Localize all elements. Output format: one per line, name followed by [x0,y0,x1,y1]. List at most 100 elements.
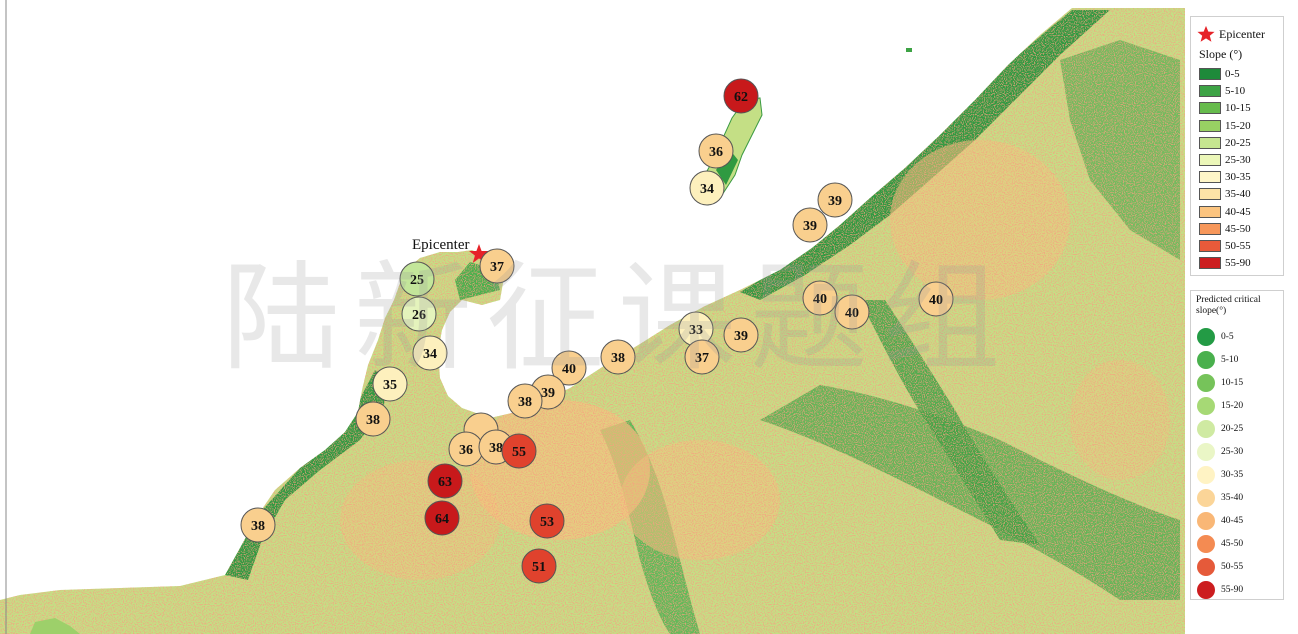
slope-point-circle[interactable] [689,170,725,206]
slope-point[interactable]: 38 [478,429,514,465]
slope-point-circle[interactable] [424,500,460,536]
slope-point[interactable]: 39 [817,182,853,218]
slope-point-label: 33 [689,323,703,338]
slope-legend-swatch [1199,85,1221,98]
slope-point-circle[interactable] [817,182,853,218]
slope-legend-item: 45-50 [1199,222,1251,236]
slope-legend-swatch [1199,68,1221,80]
critical-legend-item: 55-90 [1197,580,1243,600]
slope-point[interactable]: 37 [684,339,720,375]
slope-legend-swatch [1199,119,1221,132]
epicenter-star-icon[interactable] [469,244,489,263]
slope-legend-label: 20-25 [1225,136,1251,149]
slope-legend-label: 0-5 [1225,68,1240,80]
slope-point[interactable]: 51 [521,548,557,584]
slope-legend-label: 10-15 [1225,102,1251,115]
critical-legend-dot [1197,466,1215,484]
slope-point-label: 38 [251,519,265,534]
slope-point-label: 35 [383,378,397,393]
slope-point[interactable]: 62 [723,78,759,114]
slope-point[interactable]: 53 [529,503,565,539]
slope-legend-swatch [1199,257,1221,270]
legend-epicenter-label: Epicenter [1219,26,1265,41]
slope-point[interactable]: 38 [507,383,543,419]
slope-point-label: 63 [438,475,452,490]
slope-point[interactable]: 55 [501,433,537,469]
slope-legend-item: 0-5 [1199,67,1240,81]
slope-point-circle[interactable] [802,280,838,316]
slope-legend-swatch [1199,222,1221,235]
slope-point-circle[interactable] [792,207,828,243]
critical-legend-dot [1197,351,1215,369]
slope-point-circle[interactable] [372,366,408,402]
slope-point[interactable]: 40 [834,294,870,330]
slope-point[interactable]: 40 [551,350,587,386]
critical-legend-item: 20-25 [1197,419,1243,439]
slope-point[interactable]: 35 [372,366,408,402]
slope-point-circle[interactable] [834,294,870,330]
slope-point-label: 26 [412,308,426,323]
slope-point-circle[interactable] [355,401,391,437]
slope-point-label: 34 [700,182,714,197]
slope-point[interactable]: 26 [401,296,437,332]
slope-legend-title: Slope (°) [1199,47,1243,61]
critical-legend-dot [1197,581,1215,599]
slope-point[interactable]: 36 [448,431,484,467]
slope-point[interactable]: 40 [802,280,838,316]
slope-legend-item: 35-40 [1199,187,1251,201]
slope-point[interactable]: 38 [240,507,276,543]
slope-point-label: 40 [813,292,827,307]
slope-point[interactable]: 38 [600,339,636,375]
slope-point-label: 62 [734,90,748,105]
slope-point[interactable]: 34 [412,335,448,371]
slope-point-circle[interactable] [529,503,565,539]
slope-point[interactable]: 40 [918,281,954,317]
slope-point-circle[interactable] [723,78,759,114]
slope-point[interactable]: 37 [479,248,515,284]
island-lowland [716,150,738,185]
islet [906,48,912,52]
slope-point-circle[interactable] [600,339,636,375]
slope-legend-swatch [1199,240,1221,252]
slope-point-label: 37 [695,351,709,366]
slope-point[interactable]: 64 [424,500,460,536]
slope-point[interactable]: 25 [399,261,435,297]
slope-point-circle[interactable] [723,317,759,353]
slope-point[interactable]: 34 [689,170,725,206]
slope-point-circle[interactable] [684,339,720,375]
slope-legend-item: 25-30 [1199,153,1251,167]
slope-point-circle[interactable] [918,281,954,317]
critical-legend-item: 15-20 [1197,396,1243,416]
critical-legend-dot [1197,397,1215,415]
slope-point[interactable]: 38 [355,401,391,437]
slope-point-circle[interactable] [479,248,515,284]
critical-legend-label: 25-30 [1221,447,1244,457]
slope-point-circle[interactable] [427,463,463,499]
slope-point[interactable]: 36 [698,133,734,169]
slope-point-circle[interactable] [412,335,448,371]
slope-point-circle[interactable] [399,261,435,297]
critical-legend-label: 45-50 [1221,539,1244,549]
critical-legend-label: 15-20 [1221,401,1244,411]
critical-legend-item: 10-15 [1197,373,1243,393]
critical-legend-dot [1197,443,1215,461]
critical-legend-dot [1197,328,1215,346]
critical-legend-title: Predicted critical slope(°) [1196,295,1261,316]
slope-point[interactable]: 63 [427,463,463,499]
slope-point[interactable]: 39 [723,317,759,353]
slope-point-label: 39 [828,194,842,209]
slope-point-circle[interactable] [401,296,437,332]
slope-legend-item: 20-25 [1199,136,1251,150]
slope-point-circle[interactable] [698,133,734,169]
critical-legend-item: 25-30 [1197,442,1243,462]
slope-point-circle[interactable] [507,383,543,419]
slope-point-circle[interactable] [501,433,537,469]
slope-point-circle[interactable] [240,507,276,543]
slope-point-circle[interactable] [521,548,557,584]
slope-point-circle[interactable] [551,350,587,386]
critical-legend-item: 5-10 [1197,350,1238,370]
slope-point[interactable]: 39 [792,207,828,243]
